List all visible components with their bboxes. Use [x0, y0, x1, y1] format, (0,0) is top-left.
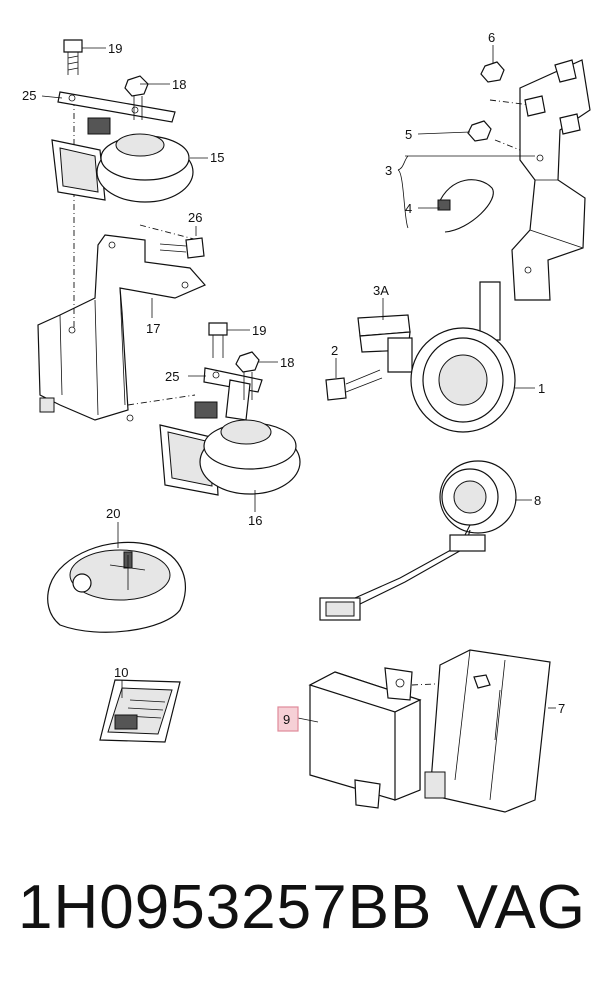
part-number: 1H0953257BB — [18, 873, 433, 942]
callout-18-top: 18 — [172, 77, 186, 92]
cable-tie-4 — [437, 179, 494, 233]
callout-25-top: 25 — [22, 88, 36, 103]
callout-8: 8 — [534, 493, 541, 508]
callout-16: 16 — [248, 513, 262, 528]
bolt-19-lower — [208, 322, 228, 358]
callout-26: 26 — [188, 210, 202, 225]
bolt-19-top — [63, 39, 83, 75]
nut-18-top — [124, 75, 149, 120]
callout-6: 6 — [488, 30, 495, 45]
callout-19-top: 19 — [108, 41, 122, 56]
bolts-top-right — [467, 59, 581, 142]
callout-10: 10 — [114, 665, 128, 680]
callout-17: 17 — [146, 321, 160, 336]
bolt-2 — [325, 369, 383, 401]
horn-8 — [319, 460, 517, 621]
switch-10 — [99, 679, 181, 743]
footer: 1H0953257BB VAG — [0, 872, 600, 952]
horn-1 — [410, 327, 516, 433]
parts-diagram: 19 18 25 15 26 17 19 18 25 16 6 5 3 4 3A… — [22, 30, 591, 813]
brand-label: VAG — [456, 873, 586, 942]
clip-3a — [357, 314, 413, 373]
callout-5: 5 — [405, 127, 412, 142]
horn-15 — [51, 91, 194, 203]
callout-18-lower: 18 — [280, 355, 294, 370]
callout-1: 1 — [538, 381, 545, 396]
callout-20: 20 — [106, 506, 120, 521]
horn-20 — [47, 541, 187, 633]
callout-25-lower: 25 — [165, 369, 179, 384]
callout-2: 2 — [331, 343, 338, 358]
callout-labels: 19 18 25 15 26 17 19 18 25 16 6 5 3 4 3A… — [22, 30, 565, 732]
callout-4: 4 — [405, 201, 412, 216]
bolt-26 — [159, 237, 205, 259]
horn-16 — [159, 367, 301, 496]
callout-19-lower: 19 — [252, 323, 266, 338]
callout-9-highlight — [277, 706, 299, 732]
callout-7: 7 — [558, 701, 565, 716]
control-unit-9 — [308, 667, 481, 809]
callout-3: 3 — [385, 163, 392, 178]
leader-lines — [41, 45, 556, 723]
callout-9: 9 — [283, 712, 290, 727]
horn-bracket-assembly — [37, 100, 206, 422]
nut-18-lower — [235, 351, 260, 400]
holder-7 — [424, 649, 551, 813]
callout-3a: 3A — [373, 283, 389, 298]
callout-15: 15 — [210, 150, 224, 165]
